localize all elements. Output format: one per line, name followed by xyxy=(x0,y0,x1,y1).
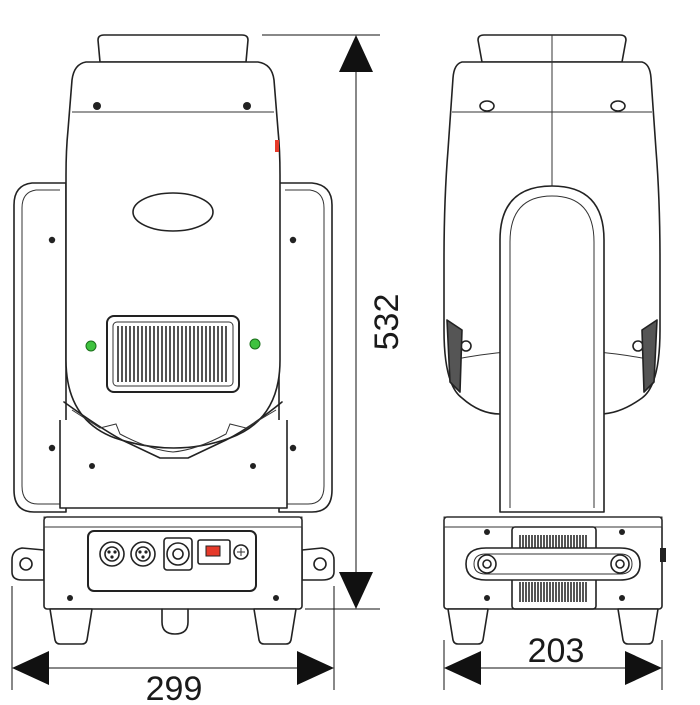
dimension-side-width-label: 203 xyxy=(528,632,585,670)
front-head-top-cap xyxy=(97,34,249,63)
front-foot-right xyxy=(253,608,297,645)
power-switch xyxy=(197,539,231,565)
side-carry-handle xyxy=(465,547,641,581)
dimension-front-width-label: 299 xyxy=(146,670,203,705)
front-head-body xyxy=(65,61,281,449)
safety-loop xyxy=(161,608,189,635)
front-base xyxy=(11,516,335,645)
front-yoke-right-arm xyxy=(278,182,333,513)
dmx-in-connector xyxy=(99,541,125,567)
front-connector-panel xyxy=(87,530,257,592)
front-led-right xyxy=(249,338,261,350)
dmx-out-connector xyxy=(130,541,156,567)
dimension-height-label: 532 xyxy=(368,294,406,351)
front-view xyxy=(11,34,335,645)
dimension-height: 532 xyxy=(262,34,406,610)
side-view xyxy=(443,34,666,645)
front-yoke-left-arm xyxy=(13,182,67,513)
front-logo-oval xyxy=(132,192,214,232)
front-vent-grille xyxy=(106,315,240,393)
front-foot-left xyxy=(49,608,93,645)
power-in-connector xyxy=(163,537,193,571)
side-yoke-arm xyxy=(499,185,605,513)
front-led-left xyxy=(85,340,97,352)
fuse-holder xyxy=(233,544,249,560)
side-base xyxy=(443,516,666,645)
dimension-front-width: 299 xyxy=(11,586,335,705)
dimension-side-width: 203 xyxy=(443,632,663,690)
